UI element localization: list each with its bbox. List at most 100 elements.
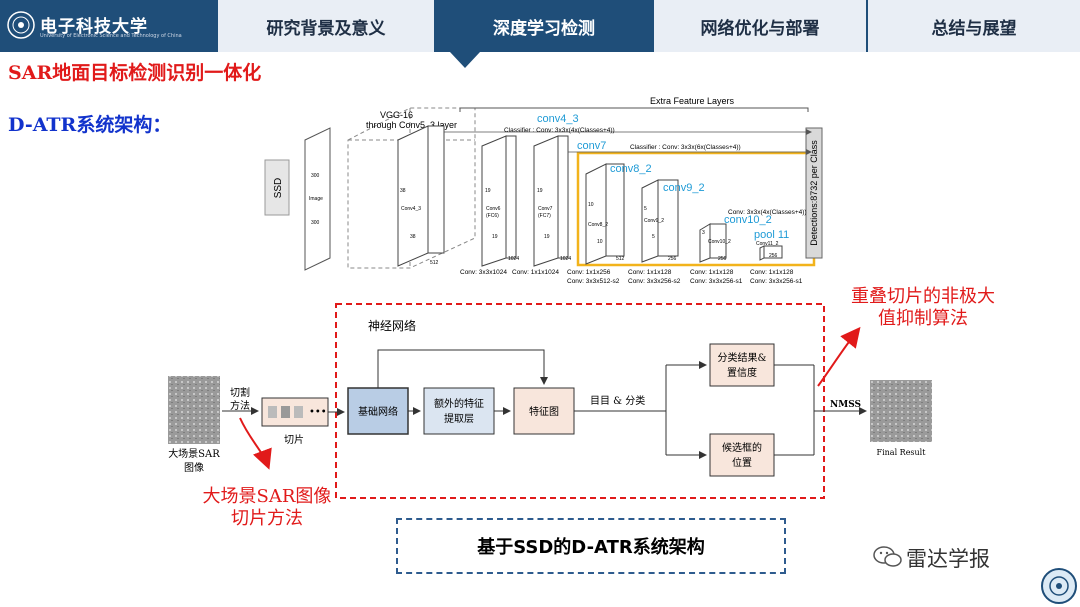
base-network-box <box>347 387 409 435</box>
tab-network-optimization[interactable]: 网络优化与部署 <box>654 0 866 52</box>
ssd-architecture-diagram: SSD 300 Image 300 VGG-16 through Conv5_3… <box>264 96 823 285</box>
slices-label: 切片 <box>284 433 304 446</box>
university-seal-icon <box>7 11 35 39</box>
bottom-conv-1: Conv: 3x3x1024 <box>460 269 507 276</box>
candidate-box-position <box>709 433 775 477</box>
bottom-conv-6b: Conv: 3x3x256-s1 <box>750 278 803 285</box>
conv9-channels: 256 <box>668 256 677 262</box>
fc6-label: Conv6(FC6) <box>486 206 501 219</box>
fc6-channels: 1024 <box>508 256 519 262</box>
fc7-dim-a: 19 <box>537 188 543 194</box>
conv8-dim-a: 10 <box>588 202 594 208</box>
conv4-channels: 512 <box>430 260 439 266</box>
conv11-channels: 256 <box>769 253 778 259</box>
bottom-conv-3b: Conv: 3x3x512-s2 <box>567 278 620 285</box>
conv9-dim-b: 5 <box>652 234 655 240</box>
conv10-channels: 256 <box>718 256 727 262</box>
extra-feature-label: Extra Feature Layers <box>650 96 735 106</box>
conv10-2-tag: conv10_2 <box>724 214 772 226</box>
d-atr-flow-diagram: 神经网络 大场景SAR 图像 切割 方法 ••• 切片 基础网络 额外的特征 提… <box>168 303 932 499</box>
active-tab-pointer <box>450 52 480 68</box>
feature-map-label: 特征图 <box>529 406 559 418</box>
image-dim-b: 300 <box>311 220 320 226</box>
cut-method-line1: 切割 <box>230 386 250 399</box>
vgg-label: VGG-16 <box>380 110 413 120</box>
bottom-conv-5b: Conv: 3x3x256-s1 <box>690 278 743 285</box>
image-dim-a: 300 <box>311 173 320 179</box>
svg-text:•••: ••• <box>309 407 327 418</box>
classification-result-box <box>709 343 775 387</box>
nmss-label: NMSS <box>830 400 861 410</box>
image-label: Image <box>309 196 323 202</box>
cut-method-line2: 方法 <box>230 399 250 412</box>
cls-result-line2: 置信度 <box>727 366 757 379</box>
conv10-dim: 3 <box>702 230 705 236</box>
nn-label: 神经网络 <box>368 318 416 333</box>
diagram-caption: 基于SSD的D-ATR系统架构 <box>396 518 786 574</box>
base-network-label: 基础网络 <box>358 405 398 418</box>
fc7-channels: 1024 <box>560 256 571 262</box>
conv4-3-tag: conv4_3 <box>537 113 579 125</box>
input-label-line1: 大场景SAR <box>168 447 220 460</box>
watermark-text: 雷达学报 <box>906 547 990 571</box>
extra-feature-box <box>423 387 495 435</box>
wechat-icon <box>873 546 902 567</box>
candidate-line1: 候选框的 <box>722 441 762 454</box>
bottom-conv-2: Conv: 1x1x1024 <box>512 269 559 276</box>
pool11-tag: pool 11 <box>754 229 789 241</box>
conv11-label: Conv11_2 <box>756 241 779 247</box>
feature-map-box <box>513 387 575 435</box>
ssd-label: SSD <box>273 178 284 199</box>
annotation-slicing-line2: 切片方法 <box>231 508 303 529</box>
fc6-dim-b: 19 <box>492 234 498 240</box>
extra-feature-line1: 额外的特征 <box>434 397 484 410</box>
slide-title: SAR地面目标检测识别一体化 <box>8 62 262 84</box>
conv9-2-tag: conv9_2 <box>663 182 705 194</box>
bottom-conv-6a: Conv: 1x1x128 <box>750 269 794 276</box>
vgg-sublabel: through Conv5_3 layer <box>366 120 457 130</box>
conv9-label: Conv9_2 <box>644 218 664 224</box>
slide-subtitle: D-ATR系统架构： <box>8 114 172 136</box>
conv8-2-tag: conv8_2 <box>610 163 652 175</box>
conv8-dim-b: 10 <box>597 239 603 245</box>
fc7-dim-b: 19 <box>544 234 550 240</box>
candidate-line2: 位置 <box>732 456 752 469</box>
classifier1-label: Classifier : Conv: 3x3x(4x(Classes+4)) <box>504 127 615 134</box>
logo-area: 电子科技大学 University of Electronic Science … <box>0 0 218 52</box>
tab-research-background[interactable]: 研究背景及意义 <box>218 0 434 52</box>
conv4-label: Conv4_3 <box>401 206 421 212</box>
conv4-dim-a: 38 <box>400 188 406 194</box>
conv8-label: Conv8_2 <box>588 222 608 228</box>
annotation-slicing-method: 大场景SAR图像 切片方法 <box>187 486 347 530</box>
corner-seal-icon <box>1041 568 1077 604</box>
detections-label: Detections:8732 per Class <box>809 140 819 246</box>
cls-result-line1: 分类结果& <box>718 351 767 364</box>
final-result-label: Final Result <box>877 448 927 457</box>
bottom-conv-4a: Conv: 1x1x128 <box>628 269 672 276</box>
fc6-dim-a: 19 <box>485 188 491 194</box>
logo-text: 电子科技大学 <box>40 17 148 37</box>
extra-feature-line2: 提取层 <box>444 413 474 425</box>
conv10-label: Conv10_2 <box>708 239 731 245</box>
annotation-nms-line2: 值抑制算法 <box>878 308 968 329</box>
bottom-conv-4b: Conv: 3x3x256-s2 <box>628 278 681 285</box>
final-result-image <box>870 380 932 442</box>
fc7-label: Conv7(FC7) <box>538 206 553 219</box>
annotation-nms-line1: 重叠切片的非极大 <box>851 286 995 307</box>
input-label-line2: 图像 <box>184 462 204 474</box>
classifier3-label: Conv: 3x3x(4x(Classes+4)) <box>728 209 807 216</box>
conv9-dim-a: 5 <box>644 206 647 212</box>
tab-summary[interactable]: 总结与展望 <box>868 0 1080 52</box>
bottom-conv-5a: Conv: 1x1x128 <box>690 269 734 276</box>
tab-deep-learning-detection[interactable]: 深度学习检测 <box>436 0 652 52</box>
conv4-dim-b: 38 <box>410 234 416 240</box>
conv7-tag: conv7 <box>577 140 606 152</box>
classifier2-label: Classifier : Conv: 3x3x(6x(Classes+4)) <box>630 144 741 151</box>
det-cls-label: 目目 & 分类 <box>590 394 645 407</box>
bottom-conv-3a: Conv: 1x1x256 <box>567 269 611 276</box>
conv8-channels: 512 <box>616 256 625 262</box>
logo-subtext: University of Electronic Science and Tec… <box>40 33 182 39</box>
input-sar-image <box>168 376 220 444</box>
annotation-slicing-line1: 大场景SAR图像 <box>202 486 332 507</box>
annotation-nms: 重叠切片的非极大 值抑制算法 <box>838 286 1008 330</box>
